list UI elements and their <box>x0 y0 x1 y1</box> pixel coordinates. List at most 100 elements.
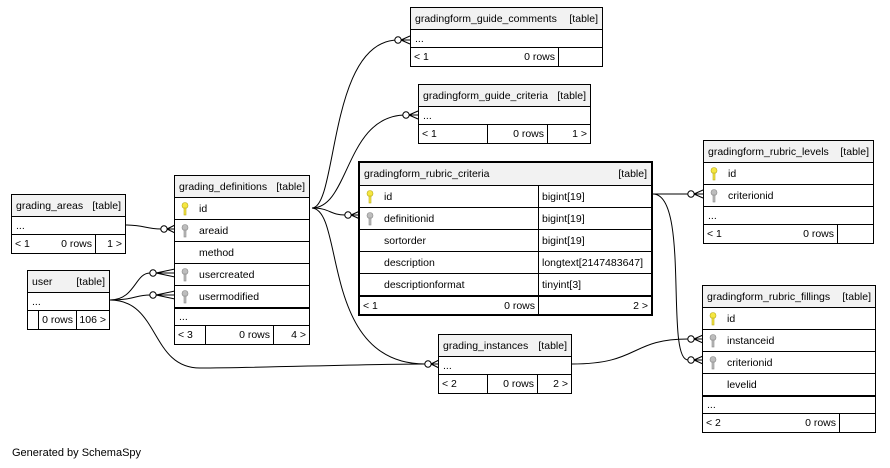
column-row-levelid: levelid <box>703 374 875 396</box>
children-count: 4 > <box>273 326 309 344</box>
table-header: grading_areas [table] <box>12 195 125 217</box>
column-row-descriptionformat: descriptionformat tinyint[3] <box>360 274 651 296</box>
table-header: gradingform_rubric_levels [table] <box>704 141 873 163</box>
edge-definitions-guide-comments <box>311 39 399 209</box>
foreign-key-icon <box>179 223 199 238</box>
table-name: grading_definitions <box>179 180 268 193</box>
table-kind: [table] <box>569 12 598 25</box>
parents-count <box>28 311 38 329</box>
children-count <box>839 414 875 432</box>
marker-guide-comments <box>394 35 411 45</box>
column-type: bigint[19] <box>538 230 651 251</box>
table-name: grading_areas <box>16 199 84 212</box>
edge-instances-fillings <box>571 338 689 365</box>
column-name: sortorder <box>384 234 427 247</box>
column-row-definitionid: definitionid bigint[19] <box>360 208 651 230</box>
table-footer: 0 rows 106 > <box>28 311 109 329</box>
table-header: gradingform_rubric_criteria [table] <box>360 163 651 186</box>
parents-count: < 1 <box>422 128 437 140</box>
columns-ellipsis: ... <box>411 30 602 48</box>
foreign-key-icon <box>179 289 199 304</box>
table-gradingform-guide-comments[interactable]: gradingform_guide_comments [table] ... <… <box>410 7 603 67</box>
row-count: 0 rows <box>524 51 555 63</box>
columns-ellipsis: ... <box>28 293 109 311</box>
row-count: 0 rows <box>61 238 92 250</box>
column-name: criterionid <box>727 356 773 369</box>
table-grading-definitions[interactable]: grading_definitions [table] id areaid me… <box>174 175 310 345</box>
column-name: descriptionformat <box>384 278 465 291</box>
edge-criteria-fillings <box>652 193 689 361</box>
table-name: gradingform_guide_criteria <box>423 89 548 102</box>
column-name: instanceid <box>727 334 775 347</box>
table-footer: < 2 0 rows <box>703 414 875 432</box>
column-row-id: id <box>175 198 309 220</box>
table-footer: < 1 0 rows <box>704 225 873 243</box>
parents-count: < 1 <box>414 51 429 63</box>
marker-fillings-instance <box>687 334 704 344</box>
table-footer: < 1 0 rows 1 > <box>419 125 590 143</box>
foreign-key-icon <box>364 211 384 226</box>
column-name: definitionid <box>384 212 435 225</box>
table-gradingform-rubric-criteria[interactable]: gradingform_rubric_criteria [table] id b… <box>358 161 653 316</box>
table-header: grading_instances [table] <box>439 335 571 357</box>
row-count: 0 rows <box>487 125 547 143</box>
column-row-usercreated: usercreated <box>175 264 309 286</box>
table-kind: [table] <box>92 199 121 212</box>
column-row-criterionid: criterionid <box>704 185 873 207</box>
column-row-criterionid: criterionid <box>703 352 875 374</box>
column-name: areaid <box>199 224 229 237</box>
row-count: 0 rows <box>803 228 834 240</box>
column-name: id <box>728 167 737 180</box>
column-name: levelid <box>727 378 757 391</box>
parents-count: < 1 <box>15 238 30 250</box>
column-row-areaid: areaid <box>175 220 309 242</box>
table-grading-instances[interactable]: grading_instances [table] ... < 2 0 rows… <box>438 334 572 394</box>
table-user[interactable]: user [table] ... 0 rows 106 > <box>27 270 110 330</box>
row-count: 0 rows <box>38 311 76 329</box>
primary-key-icon <box>708 166 728 181</box>
edge-markers <box>149 35 704 369</box>
columns-ellipsis: ... <box>419 107 590 125</box>
table-grading-areas[interactable]: grading_areas [table] ... < 1 0 rows 1 > <box>11 194 126 254</box>
children-count: 106 > <box>76 311 109 329</box>
table-gradingform-rubric-levels[interactable]: gradingform_rubric_levels [table] id cri… <box>703 140 874 244</box>
marker-fillings-criterion <box>687 355 704 365</box>
edge-definitions-rubric-criteria <box>311 207 346 216</box>
table-header: gradingform_rubric_fillings [table] <box>703 286 875 308</box>
table-name: user <box>32 275 53 288</box>
table-kind: [table] <box>557 89 586 102</box>
table-name: gradingform_guide_comments <box>415 12 557 25</box>
table-header: gradingform_guide_comments [table] <box>411 8 602 30</box>
parents-count: < 2 <box>706 417 721 429</box>
foreign-key-icon <box>707 333 727 348</box>
column-row-method: method <box>175 242 309 264</box>
table-footer: < 1 0 rows 1 > <box>12 235 125 253</box>
row-count: 0 rows <box>805 417 836 429</box>
foreign-key-icon <box>707 355 727 370</box>
columns-ellipsis: ... <box>175 308 309 326</box>
parents-count: < 2 <box>442 378 457 390</box>
row-count: 0 rows <box>205 326 273 344</box>
children-count: 2 > <box>537 375 571 393</box>
table-kind: [table] <box>618 168 647 180</box>
column-type: tinyint[3] <box>538 274 651 295</box>
table-gradingform-rubric-fillings[interactable]: gradingform_rubric_fillings [table] id i… <box>702 285 876 433</box>
table-header: grading_definitions [table] <box>175 176 309 198</box>
column-name: id <box>199 202 208 215</box>
column-row-instanceid: instanceid <box>703 330 875 352</box>
table-footer: < 1 0 rows 2 > <box>360 296 651 314</box>
column-row-usermodified: usermodified <box>175 286 309 308</box>
columns-ellipsis: ... <box>439 357 571 375</box>
table-footer: < 3 0 rows 4 > <box>175 326 309 344</box>
column-row-id: id bigint[19] <box>360 186 651 208</box>
columns-ellipsis: ... <box>703 396 875 414</box>
children-count: 2 > <box>538 297 651 314</box>
marker-usermodified <box>149 290 176 300</box>
table-name: grading_instances <box>443 339 529 352</box>
table-gradingform-guide-criteria[interactable]: gradingform_guide_criteria [table] ... <… <box>418 84 591 144</box>
children-count <box>558 48 602 66</box>
table-footer: < 2 0 rows 2 > <box>439 375 571 393</box>
parents-count: < 3 <box>178 329 193 341</box>
marker-levels <box>687 189 704 199</box>
